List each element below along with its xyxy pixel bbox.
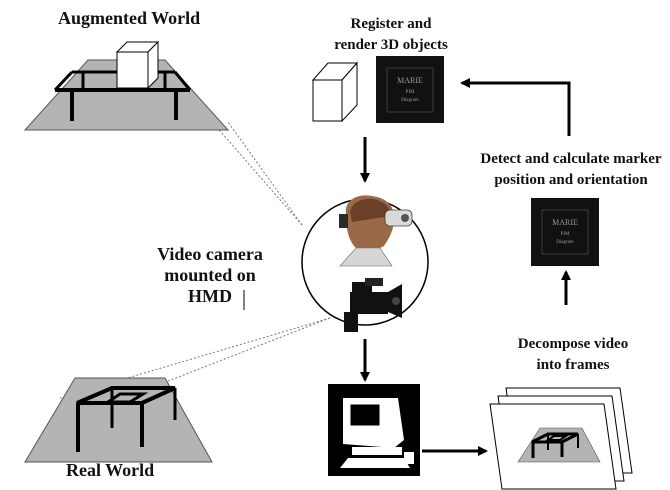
computer-workstation-icon — [328, 384, 420, 476]
svg-text:Diagram: Diagram — [556, 240, 574, 245]
augmented-world-scene — [23, 40, 230, 131]
svg-text:MARIE: MARIE — [552, 218, 578, 227]
register-render-label: Register and render 3D objects — [334, 16, 448, 53]
arrow-detect-to-register — [460, 78, 571, 136]
head-with-hmd-icon — [339, 195, 413, 267]
svg-text:PIM: PIM — [561, 232, 570, 237]
svg-text:MARIE: MARIE — [397, 76, 423, 85]
svg-text:Diagram: Diagram — [401, 98, 419, 103]
detect-calculate-label: Detect and calculate marker position and… — [480, 151, 662, 188]
hmd-camera-circle — [301, 195, 429, 332]
video-camera-label: Video camera mounted on HMD — [157, 244, 263, 306]
svg-text:PIM: PIM — [406, 90, 415, 95]
decompose-video-label: Decompose video into frames — [517, 336, 629, 373]
rendered-cube — [311, 61, 359, 123]
marker-top: MARIE PIM Diagram — [376, 56, 444, 123]
augmented-world-label: Augmented World — [58, 8, 201, 28]
real-world-scene — [24, 377, 213, 463]
marker-detected: MARIE PIM Diagram — [531, 198, 599, 266]
flow-arrows — [243, 78, 571, 456]
real-world-label: Real World — [66, 460, 155, 480]
video-camera-icon — [344, 278, 402, 332]
video-frames-stack — [489, 387, 633, 490]
